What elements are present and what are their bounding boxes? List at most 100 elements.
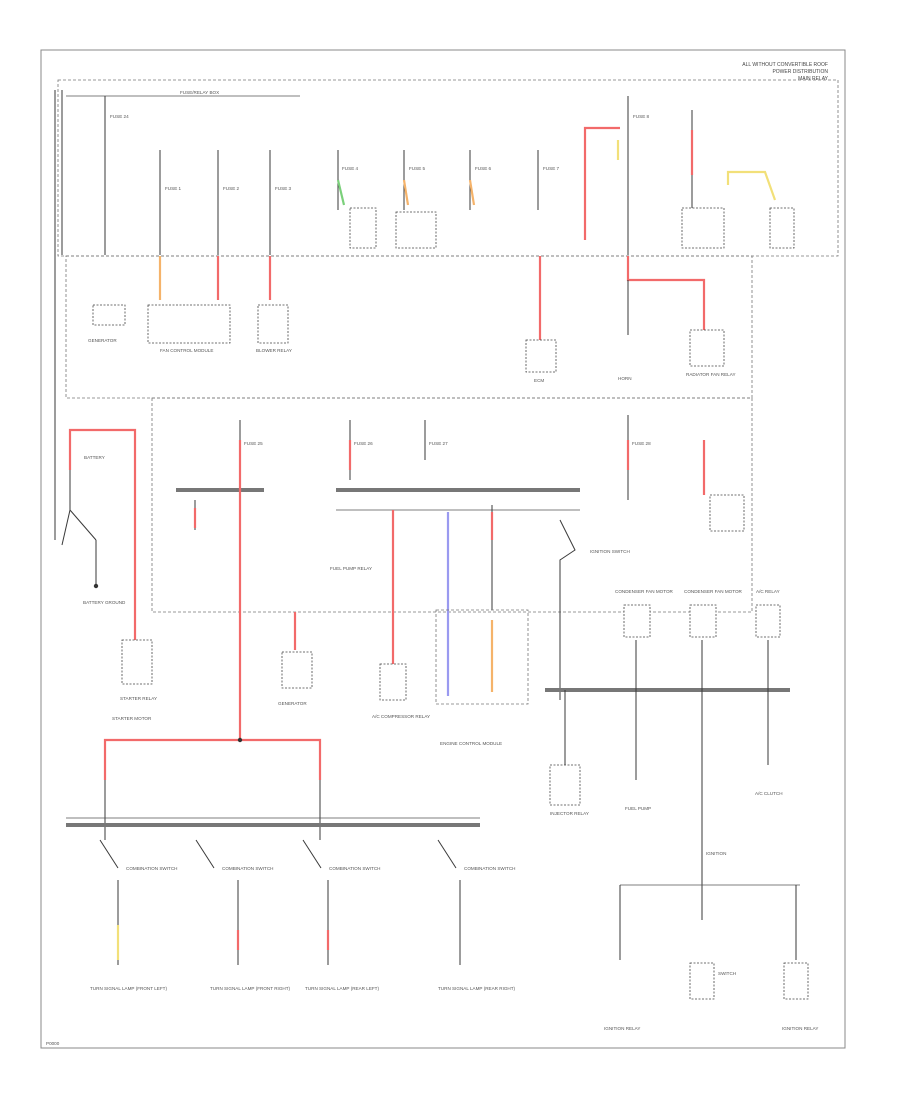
svg-text:FUSE 2: FUSE 2 — [223, 186, 240, 191]
fuse-25: FUSE 25 — [238, 420, 263, 740]
middle-fuse-box: FUSE 25 FUSE 26 FUSE 27 FUSE 28 — [151, 397, 753, 740]
radiator-fan-relay: RADIATOR FAN RELAY — [686, 329, 736, 377]
load-2: TURN SIGNAL LAMP (FRONT RIGHT) — [210, 880, 291, 991]
switch-2: COMBINATION SWITCH — [195, 839, 273, 871]
svg-text:A/C CLUTCH: A/C CLUTCH — [755, 791, 783, 796]
svg-text:STARTER RELAY: STARTER RELAY — [120, 696, 157, 701]
right-section: CONDENSER FAN MOTOR CONDENSER FAN MOTOR … — [545, 589, 818, 1031]
svg-text:FUEL PUMP: FUEL PUMP — [625, 806, 651, 811]
engine-control-module: ENGINE CONTROL MODULE — [435, 609, 529, 746]
top-fuse-box-label: FUSE/RELAY BOX — [180, 90, 219, 95]
svg-text:ECM: ECM — [534, 378, 544, 383]
fuel-pump: FUEL PUMP — [625, 690, 651, 811]
fuse-2: FUSE 2 — [217, 150, 240, 255]
ignition-switch-label: IGNITION SWITCH — [590, 549, 630, 554]
fuse-8: FUSE 8 — [627, 96, 650, 255]
svg-text:TURN SIGNAL LAMP (REAR RIGHT): TURN SIGNAL LAMP (REAR RIGHT) — [438, 986, 516, 991]
condenser-fan-motor-2: CONDENSER FAN MOTOR — [684, 589, 743, 638]
blower-relay: BLOWER RELAY — [256, 304, 292, 353]
injector-relay: INJECTOR RELAY — [549, 690, 589, 816]
svg-text:ENGINE CONTROL MODULE: ENGINE CONTROL MODULE — [440, 741, 502, 746]
svg-text:GENERATOR: GENERATOR — [88, 338, 117, 343]
svg-text:FUSE 25: FUSE 25 — [244, 441, 263, 446]
svg-text:FUSE 7: FUSE 7 — [543, 166, 560, 171]
fan-control-module: FAN CONTROL MODULE — [147, 304, 231, 353]
load-4: TURN SIGNAL LAMP (REAR RIGHT) — [438, 880, 516, 991]
svg-text:FUSE 26: FUSE 26 — [354, 441, 373, 446]
starter-relay: STARTER RELAY — [120, 639, 157, 701]
svg-text:FUSE 4: FUSE 4 — [342, 166, 359, 171]
starter-motor-label: STARTER MOTOR — [112, 716, 152, 721]
svg-text:RADIATOR FAN RELAY: RADIATOR FAN RELAY — [686, 372, 736, 377]
header-line-1: ALL WITHOUT CONVERTIBLE ROOF — [742, 62, 828, 68]
svg-text:HORN: HORN — [618, 376, 632, 381]
load-1: TURN SIGNAL LAMP (FRONT LEFT) — [90, 880, 167, 991]
generator-middle: GENERATOR — [278, 651, 313, 706]
battery-ground-label: BATTERY GROUND — [83, 600, 126, 605]
diagram-border — [40, 49, 846, 1049]
svg-text:CONDENSER FAN MOTOR: CONDENSER FAN MOTOR — [684, 589, 743, 594]
svg-text:FUSE 27: FUSE 27 — [429, 441, 448, 446]
fuse-3: FUSE 3 — [269, 150, 292, 255]
condenser-fan-motor-1: CONDENSER FAN MOTOR — [615, 589, 674, 638]
svg-text:COMBINATION SWITCH: COMBINATION SWITCH — [329, 866, 380, 871]
fuse-28: FUSE 28 — [626, 415, 706, 500]
svg-text:TURN SIGNAL LAMP (REAR LEFT): TURN SIGNAL LAMP (REAR LEFT) — [305, 986, 379, 991]
battery-circuit: BATTERY BATTERY GROUND STARTER RELAY STA… — [54, 90, 157, 721]
svg-text:TURN SIGNAL LAMP (FRONT RIGHT): TURN SIGNAL LAMP (FRONT RIGHT) — [210, 986, 291, 991]
turn-signal-circuit: COMBINATION SWITCH COMBINATION SWITCH CO… — [66, 737, 516, 991]
svg-text:IGNITION RELAY: IGNITION RELAY — [604, 1026, 640, 1031]
header-line-2: POWER DISTRIBUTION — [772, 69, 828, 75]
fuse-6: FUSE 6 — [468, 150, 492, 210]
ignition-relay-right: IGNITION RELAY — [782, 885, 818, 1031]
svg-text:COMBINATION SWITCH: COMBINATION SWITCH — [464, 866, 515, 871]
svg-text:FUSE 6: FUSE 6 — [475, 166, 492, 171]
horn: HORN — [618, 376, 632, 381]
svg-text:COMBINATION SWITCH: COMBINATION SWITCH — [222, 866, 273, 871]
svg-text:CONDENSER FAN MOTOR: CONDENSER FAN MOTOR — [615, 589, 674, 594]
svg-text:FUSE 1: FUSE 1 — [165, 186, 182, 191]
generator-top: GENERATOR — [88, 304, 126, 343]
fuse-1: FUSE 1 — [159, 150, 182, 255]
load-3: TURN SIGNAL LAMP (REAR LEFT) — [305, 880, 379, 991]
svg-text:IGNITION RELAY: IGNITION RELAY — [782, 1026, 818, 1031]
svg-text:SWITCH: SWITCH — [718, 971, 736, 976]
svg-text:TURN SIGNAL LAMP (FRONT LEFT): TURN SIGNAL LAMP (FRONT LEFT) — [90, 986, 167, 991]
fuse-4: FUSE 4 — [336, 150, 377, 249]
svg-text:FUSE 8: FUSE 8 — [633, 114, 650, 119]
header-line-3: MAIN RELAY — [798, 76, 829, 82]
ecm-top: ECM — [525, 339, 557, 383]
svg-text:FAN CONTROL MODULE: FAN CONTROL MODULE — [160, 348, 213, 353]
fuse-24: FUSE 24 — [104, 96, 129, 255]
ac-compressor-relay: A/C COMPRESSOR RELAY — [372, 663, 430, 719]
switch-3: COMBINATION SWITCH — [302, 839, 380, 871]
svg-text:IGNITION: IGNITION — [706, 851, 726, 856]
fuel-pump-relay-label: FUEL PUMP RELAY — [330, 566, 372, 571]
svg-text:A/C COMPRESSOR RELAY: A/C COMPRESSOR RELAY — [372, 714, 430, 719]
fuse-5: FUSE 5 — [395, 150, 437, 249]
battery-label: BATTERY — [84, 455, 105, 460]
top-components-box: GENERATOR FAN CONTROL MODULE BLOWER RELA… — [65, 255, 753, 399]
svg-text:FUSE 28: FUSE 28 — [632, 441, 651, 446]
fuse-7: FUSE 7 — [537, 150, 560, 210]
ac-clutch: A/C CLUTCH — [755, 690, 783, 796]
svg-text:FUSE 3: FUSE 3 — [275, 186, 292, 191]
footer-tag: P0000 — [46, 1041, 60, 1046]
svg-text:INJECTOR RELAY: INJECTOR RELAY — [550, 811, 589, 816]
middle-components: GENERATOR FUEL PUMP RELAY A/C COMPRESSOR… — [278, 549, 630, 746]
svg-text:A/C RELAY: A/C RELAY — [756, 589, 780, 594]
svg-text:FUSE 5: FUSE 5 — [409, 166, 426, 171]
switch-4: COMBINATION SWITCH — [437, 839, 515, 871]
svg-text:GENERATOR: GENERATOR — [278, 701, 307, 706]
ignition-relay-left: IGNITION RELAY — [604, 885, 640, 1031]
fuse-26: FUSE 26 — [348, 420, 373, 480]
svg-text:FUSE 24: FUSE 24 — [110, 114, 129, 119]
svg-text:BLOWER RELAY: BLOWER RELAY — [256, 348, 292, 353]
svg-text:COMBINATION SWITCH: COMBINATION SWITCH — [126, 866, 177, 871]
ignition-switch-right: SWITCH — [689, 962, 736, 1000]
top-fuse-box: FUSE/RELAY BOX FUSE 24 FUSE 1 FUSE 2 FUS… — [57, 79, 839, 257]
ac-relay: A/C RELAY — [755, 589, 781, 638]
ignition-feed: IGNITION — [701, 690, 726, 920]
fuse-27: FUSE 27 — [424, 420, 448, 460]
